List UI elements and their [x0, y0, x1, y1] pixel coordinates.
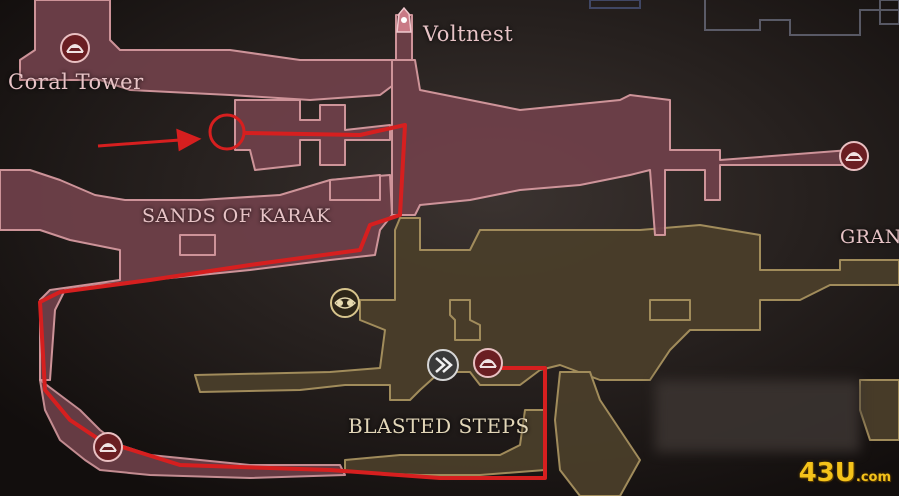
- bench-icon[interactable]: [473, 348, 503, 378]
- blurred-region: [655, 380, 860, 452]
- unexplored-area-top-right: [589, 0, 899, 36]
- area-label-voltnest: Voltnest: [423, 22, 514, 46]
- area-label-coral-tower: Coral Tower: [8, 70, 144, 94]
- fast-travel-icon[interactable]: [427, 349, 459, 381]
- area-label-grand: GRAN: [840, 226, 899, 248]
- area-label-sands-of-karak: SANDS OF KARAK: [142, 205, 331, 227]
- bench-icon[interactable]: [60, 33, 90, 63]
- route-arrow: [97, 128, 202, 152]
- target-circle: [208, 113, 246, 151]
- bench-icon[interactable]: [93, 432, 123, 462]
- vendor-eye-icon[interactable]: [330, 288, 360, 318]
- bench-icon[interactable]: [839, 141, 869, 171]
- crystal-spire-icon[interactable]: [396, 6, 412, 33]
- area-label-blasted-steps: BLASTED STEPS: [348, 414, 530, 438]
- watermark-logo: 43U.com: [798, 458, 891, 488]
- route-path: [38, 123, 547, 480]
